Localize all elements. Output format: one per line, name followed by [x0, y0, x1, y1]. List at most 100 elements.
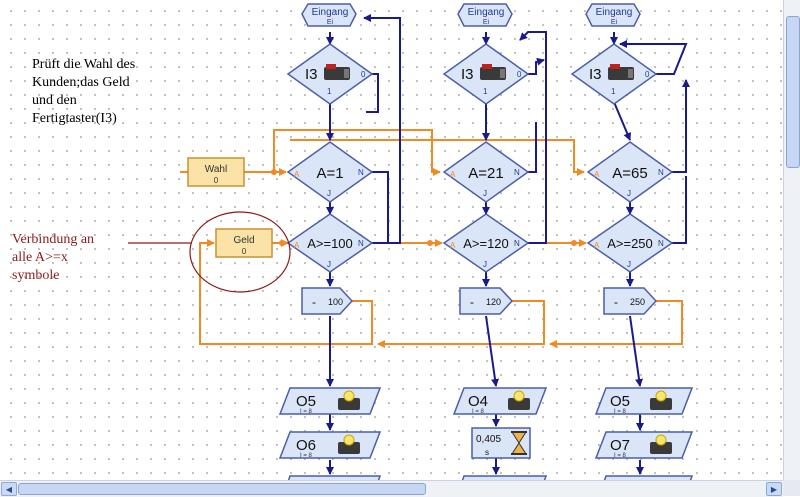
- output-block-2a[interactable]: O4 I = 8: [452, 387, 548, 415]
- compare-out-n: N: [514, 168, 520, 177]
- variable-wahl[interactable]: Wahl 0: [187, 157, 245, 187]
- threshold-out-j: J: [327, 260, 331, 269]
- vertical-scrollbar[interactable]: [783, 0, 800, 480]
- start-sub: Ei: [483, 19, 490, 26]
- compare-expr: A=1: [316, 165, 343, 182]
- minus-op: -: [614, 295, 618, 309]
- input-block-3[interactable]: I3 0 1: [570, 43, 658, 105]
- output-block-1c[interactable]: [287, 475, 382, 480]
- minus-value: 250: [630, 297, 645, 307]
- threshold-out-n: N: [514, 239, 520, 248]
- minus-op: -: [470, 295, 474, 309]
- minus-block-2[interactable]: - 120: [459, 287, 514, 315]
- variable-value: 0: [242, 247, 247, 256]
- horizontal-scroll-thumb[interactable]: [18, 483, 426, 495]
- compare-in-a: A: [294, 170, 300, 179]
- output-name: O4: [468, 393, 488, 410]
- hourglass-icon: [511, 431, 527, 455]
- input-out-0: 0: [361, 70, 366, 79]
- output-name: O7: [610, 437, 630, 454]
- lamp-icon: [650, 434, 672, 454]
- horizontal-scrollbar[interactable]: ◀ ▶: [0, 480, 783, 497]
- output-sub: I = 8: [614, 453, 627, 459]
- timer-block-2[interactable]: 0,405 s: [471, 427, 531, 459]
- comment-note-red: Verbindung an alle A>=x symbole: [12, 232, 95, 283]
- input-name: I3: [461, 66, 474, 83]
- output-sub: I = 8: [300, 453, 313, 459]
- output-name: O6: [296, 437, 316, 454]
- lamp-icon: [338, 434, 360, 454]
- vertical-scroll-thumb[interactable]: [786, 16, 800, 168]
- compare-expr: A=65: [612, 165, 647, 182]
- output-block-3c[interactable]: [603, 475, 694, 480]
- threshold-out-j: J: [483, 260, 487, 269]
- threshold-in-a: A: [294, 241, 300, 250]
- push-button-icon: [324, 64, 350, 80]
- start-label: Eingang: [312, 7, 349, 18]
- input-out-0: 0: [645, 70, 650, 79]
- start-block-2[interactable]: Eingang Ei: [457, 3, 513, 27]
- lamp-icon: [338, 390, 360, 410]
- minus-block-3[interactable]: - 250: [603, 287, 658, 315]
- output-block-2b[interactable]: [461, 475, 548, 480]
- output-sub: I = 8: [614, 409, 627, 415]
- variable-geld[interactable]: Geld 0: [215, 228, 273, 258]
- compare-in-a: A: [594, 170, 600, 179]
- lamp-icon: [650, 390, 672, 410]
- start-label: Eingang: [596, 7, 633, 18]
- scroll-left-button[interactable]: ◀: [1, 482, 17, 496]
- minus-op: -: [312, 295, 316, 309]
- compare-block-1[interactable]: A=1 A N J: [286, 141, 374, 203]
- compare-block-3[interactable]: A=65 A N J: [586, 141, 674, 203]
- output-block-1b[interactable]: O6 I = 8: [278, 431, 382, 459]
- scroll-right-button[interactable]: ▶: [766, 482, 782, 496]
- threshold-block-1[interactable]: A>=100 A N J: [286, 213, 374, 273]
- input-block-2[interactable]: I3 0 1: [442, 43, 530, 105]
- threshold-expr: A>=250: [607, 236, 653, 251]
- compare-expr: A=21: [468, 165, 503, 182]
- output-name: O5: [296, 393, 316, 410]
- output-block-1a[interactable]: O5 I = 8: [278, 387, 382, 415]
- threshold-block-2[interactable]: A>=120 A N J: [442, 213, 530, 273]
- input-name: I3: [589, 66, 602, 83]
- minus-block-1[interactable]: - 100: [301, 287, 354, 315]
- start-sub: Ei: [611, 19, 618, 26]
- comment-note: Prüft die Wahl des Kunden;das Geld und d…: [32, 57, 136, 126]
- minus-value: 120: [486, 297, 501, 307]
- compare-block-2[interactable]: A=21 A N J: [442, 141, 530, 203]
- timer-value: 0,405: [476, 434, 501, 445]
- variable-name: Geld: [233, 235, 254, 246]
- compare-out-j: J: [627, 189, 631, 198]
- input-out-1: 1: [327, 87, 332, 96]
- threshold-out-n: N: [658, 239, 664, 248]
- scrollbar-corner: [783, 480, 800, 496]
- threshold-block-3[interactable]: A>=250 A N J: [586, 213, 674, 273]
- threshold-expr: A>=100: [307, 236, 353, 251]
- input-name: I3: [305, 66, 318, 83]
- highlight-circle: [189, 211, 291, 293]
- output-block-3b[interactable]: O7 I = 8: [594, 431, 694, 459]
- push-button-icon: [480, 64, 506, 80]
- start-block-3[interactable]: Eingang Ei: [585, 3, 641, 27]
- flowchart-canvas[interactable]: Eingang Ei I3 0 1 A=1 A N J A>=100 A N J…: [0, 0, 783, 480]
- output-sub: I = 8: [472, 409, 485, 415]
- push-button-icon: [608, 64, 634, 80]
- compare-out-n: N: [358, 168, 364, 177]
- compare-out-n: N: [658, 168, 664, 177]
- variable-value: 0: [214, 176, 219, 185]
- lamp-icon: [508, 390, 530, 410]
- threshold-out-j: J: [627, 260, 631, 269]
- start-block-1[interactable]: Eingang Ei: [301, 3, 357, 27]
- data-wire-dots: [271, 169, 577, 246]
- threshold-in-a: A: [450, 241, 456, 250]
- minus-value: 100: [328, 297, 343, 307]
- input-out-1: 1: [483, 87, 488, 96]
- input-out-1: 1: [611, 87, 616, 96]
- input-block-1[interactable]: I3 0 1: [286, 43, 374, 105]
- output-name: O5: [610, 393, 630, 410]
- output-block-3a[interactable]: O5 I = 8: [594, 387, 694, 415]
- input-out-0: 0: [517, 70, 522, 79]
- threshold-expr: A>=120: [463, 236, 509, 251]
- threshold-out-n: N: [358, 239, 364, 248]
- compare-out-j: J: [327, 189, 331, 198]
